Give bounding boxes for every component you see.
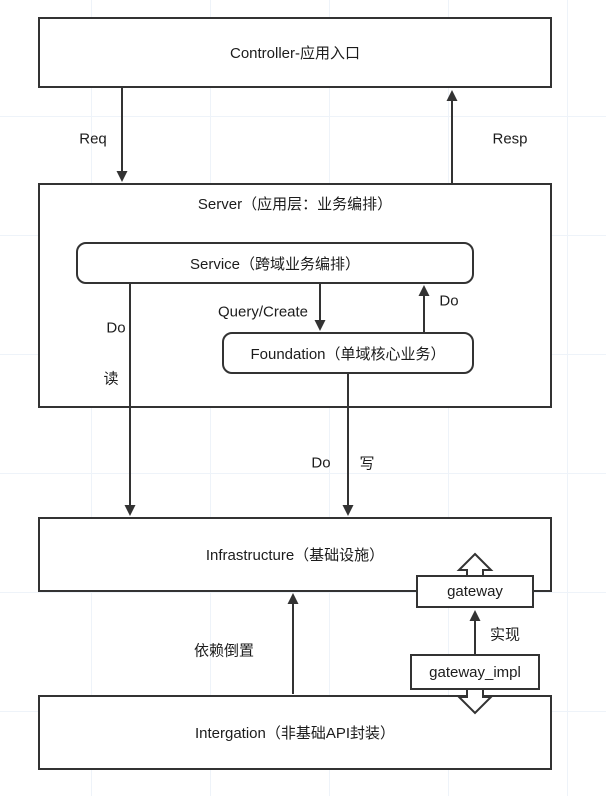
edge-label-do-mid: Do xyxy=(311,454,331,472)
edge-label-query-create: Query/Create xyxy=(217,303,309,321)
edge-label-resp: Resp xyxy=(492,130,528,148)
node-infrastructure-label: Infrastructure（基础设施） xyxy=(205,547,385,564)
node-service-label: Service（跨域业务编排） xyxy=(189,255,361,273)
dependency-inversion-arrowhead-up-icon xyxy=(287,593,299,604)
edge-label-read: 读 xyxy=(103,370,119,388)
node-gateway-impl-label: gateway_impl xyxy=(429,663,521,681)
edge-label-write: 写 xyxy=(359,455,375,473)
edge-label-implement: 实现 xyxy=(489,626,521,644)
service-read-arrowhead-down-icon xyxy=(124,505,136,516)
req-arrowhead-down-icon xyxy=(116,171,128,182)
node-controller: Controller-应用入口 xyxy=(38,17,552,88)
resp-arrowhead-up-icon xyxy=(446,90,458,101)
node-integration-label: Intergation（非基础API封装） xyxy=(194,725,396,742)
node-controller-label: Controller-应用入口 xyxy=(229,45,361,62)
node-integration: Intergation（非基础API封装） xyxy=(38,695,552,770)
node-gateway-label: gateway xyxy=(447,583,503,600)
edge-label-do-right: Do xyxy=(439,292,459,310)
implement-arrowhead-up-icon xyxy=(469,610,481,621)
node-server-label: Server（应用层：业务编排） xyxy=(197,196,393,213)
node-service: Service（跨域业务编排） xyxy=(76,242,474,284)
edge-label-dependency-inversion: 依赖倒置 xyxy=(193,642,255,660)
node-gateway-impl: gateway_impl xyxy=(410,654,540,690)
node-foundation-label: Foundation（单域核心业务） xyxy=(250,345,446,363)
node-foundation: Foundation（单域核心业务） xyxy=(222,332,474,374)
edge-label-req: Req xyxy=(79,130,107,148)
edge-label-do-left: Do xyxy=(106,319,126,337)
foundation-write-arrowhead-down-icon xyxy=(342,505,354,516)
node-gateway: gateway xyxy=(416,575,534,608)
